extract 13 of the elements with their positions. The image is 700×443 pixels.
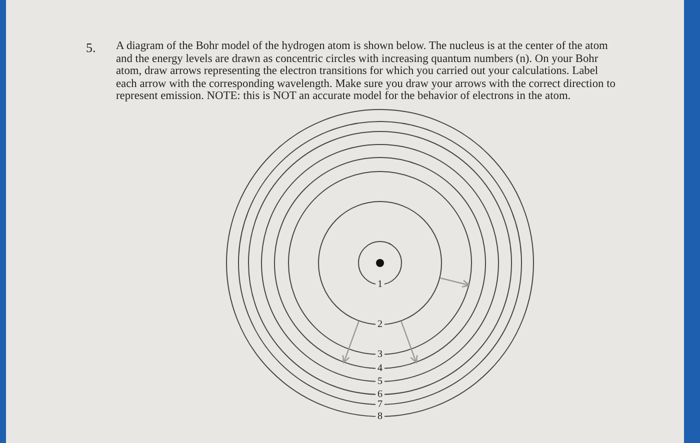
transition-arrow [440,277,470,288]
level-number: 6 [376,390,384,400]
level-number: 4 [376,364,384,374]
question-number: 5. [86,40,96,56]
level-number: 7 [376,400,384,410]
question-text: A diagram of the Bohr model of the hydrogen atom is shown below. The nucleus is at the center of the atom and the energy levels are drawn as concentric circles with increasing quantum numbers (n). On your Bohr atom, draw arrows representing the electron transitions for which you carried out your calculations. Label each arrow with the corresponding wavelength. Make sure you draw your arrows with the correct direction to represent emission. NOTE: this is NOT an accurate model for the behavior of electrons in the atom. [116,40,616,103]
level-number: 2 [376,320,384,330]
transition-arrow [342,321,360,364]
level-number: 1 [376,280,384,290]
level-number: 5 [376,377,384,387]
transition-arrow [400,321,418,364]
level-number: 8 [376,412,384,422]
level-number: 3 [376,350,384,360]
